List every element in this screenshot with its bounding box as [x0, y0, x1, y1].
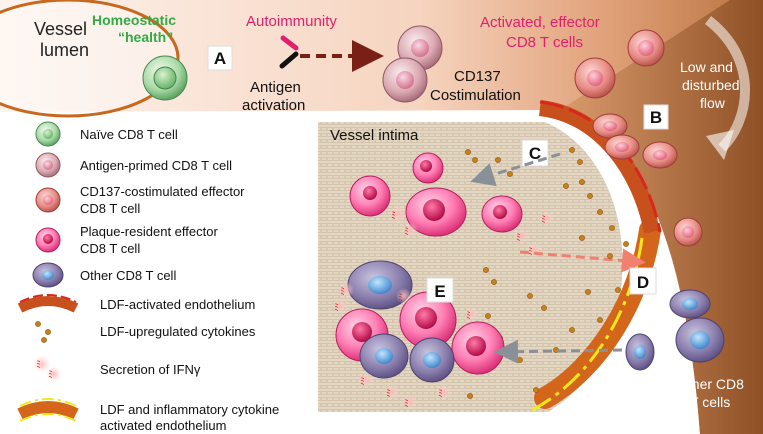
panel-b-label: B	[650, 108, 662, 127]
flow-label-1: Low and	[680, 59, 733, 75]
panel-d-label: D	[637, 273, 649, 292]
legend-inflamed-label-2: activated endothelium	[100, 418, 226, 433]
svg-text:ﾐ: ﾐ	[391, 211, 396, 222]
legend-primed-label: Antigen-primed CD8 T cell	[80, 158, 232, 173]
legend-ldf-endothelium-icon	[17, 294, 79, 313]
panel-c-box	[521, 139, 549, 167]
legend-naive-icon	[35, 121, 61, 147]
autoimmunity-antigen-icon	[280, 35, 299, 51]
activated-label-1: Activated, effector	[480, 14, 600, 31]
legend-ifng-icon: ﾐ ﾐ	[33, 355, 62, 382]
vessel-intima-label: Vessel intima	[330, 127, 419, 144]
panel-e-label: E	[434, 282, 445, 301]
cytokine-dots	[465, 147, 629, 399]
svg-text:ﾐ: ﾐ	[404, 399, 409, 410]
panel-a-label: A	[214, 49, 226, 68]
legend-cytokines-label: LDF-upregulated cytokines	[100, 324, 256, 339]
cd137-cell-top-mid	[574, 57, 616, 99]
legend-plaque-icon	[35, 227, 61, 253]
cd137-label-1: CD137	[454, 68, 501, 85]
legend-inflamed-label-1: LDF and inflammatory cytokine	[100, 402, 279, 417]
adherent-cell-2	[604, 134, 640, 160]
other-cd8-label-1: Other CD8	[677, 376, 744, 392]
svg-text:ﾐ: ﾐ	[36, 360, 41, 371]
svg-text:ﾐ: ﾐ	[334, 303, 339, 314]
svg-text:ﾐ: ﾐ	[404, 227, 409, 238]
other-cell-right-1	[669, 289, 711, 319]
svg-text:ﾐ: ﾐ	[541, 215, 546, 226]
svg-text:ﾐ: ﾐ	[516, 233, 521, 244]
svg-text:ﾐ: ﾐ	[398, 293, 403, 304]
naive-cell	[142, 55, 188, 101]
cd137-label-2: Costimulation	[430, 87, 521, 104]
autoimmunity-label: Autoimmunity	[246, 13, 337, 30]
svg-text:ﾐ: ﾐ	[386, 389, 391, 400]
legend-plaque-label-2: CD8 T cell	[80, 241, 140, 256]
migration-arrow-c	[470, 152, 561, 187]
legend-other-icon	[32, 262, 64, 288]
plaque-cell-2	[412, 152, 444, 184]
legend-ldf-endothelium-label: LDF-activated endothelium	[100, 297, 255, 312]
cytokine-arrow-d	[519, 248, 646, 273]
recruitment-arrow	[494, 339, 623, 364]
svg-text:ﾐ: ﾐ	[528, 247, 533, 258]
legend-cd137-label-2: CD8 T cell	[80, 201, 140, 216]
other-cell-right-2	[675, 317, 725, 363]
svg-text:ﾐ: ﾐ	[466, 311, 471, 322]
panel-c-label: C	[529, 144, 541, 163]
legend-cytokines-icon	[35, 321, 51, 343]
panel-a-box	[207, 45, 233, 71]
homeostatic-label-1: Homeostatic	[92, 12, 176, 28]
adherent-cell-3	[642, 141, 678, 169]
legend-inflamed-endothelium-icon	[17, 398, 79, 422]
legend: Naïve CD8 T cell Antigen-primed CD8 T ce…	[17, 121, 279, 433]
plaque-cell-3	[405, 187, 467, 237]
other-cell-e3	[409, 337, 455, 383]
other-cell-right-3	[625, 333, 655, 371]
legend-cd137-label-1: CD137-costimulated effector	[80, 184, 245, 199]
legend-cd137-icon	[35, 187, 61, 213]
other-cd8-label-2: T cells	[690, 394, 730, 410]
flow-arrow-head	[706, 130, 734, 160]
plaque-cell-e3	[451, 321, 505, 375]
vessel-lumen-circle	[0, 0, 180, 118]
antigen-receptor-icon	[279, 51, 299, 69]
other-cell-e2	[359, 333, 409, 379]
vessel-lumen-label-1: Vessel	[34, 19, 87, 39]
vessel-lumen-label-2: lumen	[40, 40, 89, 60]
legend-primed-icon	[35, 152, 61, 178]
adherent-cell-1	[592, 113, 628, 139]
legend-ifng-label: Secretion of IFNγ	[100, 362, 201, 377]
panel-d-box	[629, 267, 657, 295]
panel-e-box	[426, 277, 454, 303]
homeostatic-label-2: “health”	[118, 29, 173, 45]
plaque-cell-4	[481, 195, 523, 233]
cd137-cell-top-right	[627, 29, 665, 67]
legend-naive-label: Naïve CD8 T cell	[80, 127, 178, 142]
primed-cell-bottom	[382, 57, 428, 103]
svg-text:ﾐ: ﾐ	[48, 370, 53, 381]
legend-other-label: Other CD8 T cell	[80, 268, 176, 283]
panel-b-box	[643, 104, 669, 130]
ifng-middle: ﾐ ﾐ ﾐ ﾐ ﾐ	[389, 205, 554, 258]
flow-label-2: disturbed	[682, 77, 740, 93]
plaque-cell-1	[349, 175, 391, 217]
svg-text:ﾐ: ﾐ	[438, 389, 443, 400]
antigen-activation-label-1: Antigen	[250, 79, 301, 96]
antigen-activation-label-2: activation	[242, 97, 305, 114]
flow-label-3: flow	[700, 95, 726, 111]
ifng-cluster: ﾐ ﾐ ﾐ ﾐ ﾐ ﾐ ﾐ ﾐ	[332, 282, 479, 410]
adherent-cell-4	[673, 217, 703, 247]
svg-text:ﾐ: ﾐ	[360, 377, 365, 388]
legend-plaque-label-1: Plaque-resident effector	[80, 224, 218, 239]
svg-text:ﾐ: ﾐ	[340, 287, 345, 298]
activated-label-2: CD8 T cells	[506, 34, 583, 51]
